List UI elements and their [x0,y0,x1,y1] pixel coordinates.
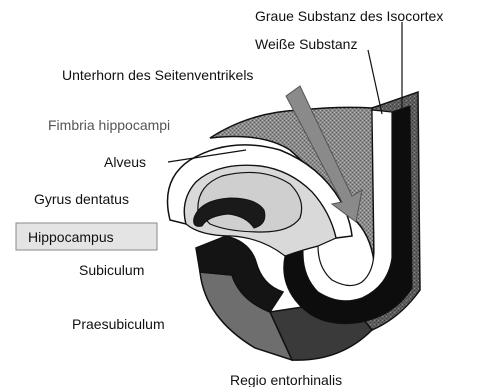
label-white-matter: Weiße Substanz [255,36,357,52]
label-subiculum: Subiculum [79,262,144,278]
label-praesubiculum: Praesubiculum [72,316,165,332]
label-entorhinal-region: Regio entorhinalis [230,372,342,387]
label-fimbria: Fimbria hippocampi [48,117,170,133]
white-matter-leader-line [368,50,382,114]
label-alveus: Alveus [104,154,146,170]
label-dentate-gyrus: Gyrus dentatus [34,191,129,207]
label-grey-matter-isocortex: Graue Substanz des Isocortex [255,8,443,24]
label-inferior-horn: Unterhorn des Seitenventrikels [62,67,253,83]
label-hippocampus: Hippocampus [28,229,114,245]
